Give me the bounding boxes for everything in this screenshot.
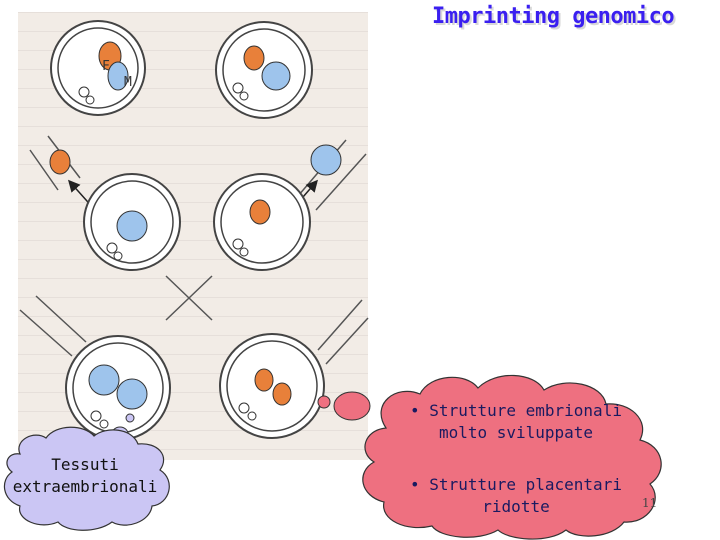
pipette-left bbox=[29, 135, 96, 211]
thought-cloud-side bbox=[3, 413, 170, 531]
transfer-cross bbox=[165, 275, 213, 321]
zygote-top-right bbox=[215, 21, 313, 119]
page-number: 11 bbox=[642, 496, 658, 510]
zygote-top-left bbox=[50, 20, 146, 116]
zygote-middle-right bbox=[213, 173, 311, 271]
zygote-bottom-left bbox=[65, 335, 171, 441]
male-pronucleus bbox=[107, 61, 129, 91]
pipette-bottom-left bbox=[19, 295, 87, 357]
extraembryonic-tissues-label: Tessuti extraembrionali bbox=[12, 455, 158, 496]
zygote-middle-left bbox=[83, 173, 181, 271]
thought-cloud-main bbox=[317, 374, 662, 540]
slide-title: Imprinting genomico bbox=[432, 4, 675, 29]
bullet-placental-structures: • Strutture placentari ridotte bbox=[410, 475, 622, 516]
male-label: M bbox=[124, 75, 132, 90]
female-label: F bbox=[102, 59, 110, 74]
zygote-bottom-right bbox=[219, 333, 325, 439]
pipette-bottom-right bbox=[317, 299, 369, 365]
bullet-embryonic-structures: • Strutture embrionali molto sviluppate bbox=[410, 401, 622, 442]
